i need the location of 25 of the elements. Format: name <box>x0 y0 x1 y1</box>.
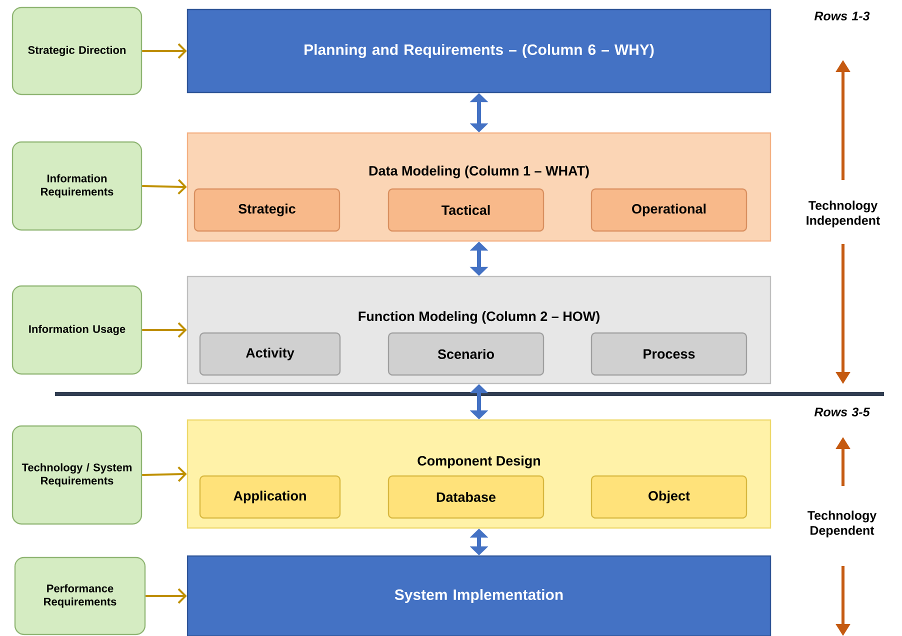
arrow <box>142 466 187 482</box>
layer-bar: Planning and Requirements – (Column 6 – WHY) <box>186 8 772 94</box>
input-box: Performance Requirements <box>14 556 146 636</box>
layer-bar: System Implementation <box>186 555 772 636</box>
category-box: Activity <box>199 332 341 376</box>
side-label: Technology Independent <box>806 200 880 228</box>
row-range-label: Rows 1-3 <box>814 12 870 20</box>
input-box: Information Usage <box>12 285 142 375</box>
row-range-label: Rows 3-5 <box>814 408 870 416</box>
category-box: Strategic <box>194 188 340 232</box>
category-box: Scenario <box>388 332 544 376</box>
arrow <box>146 588 187 604</box>
category-box: Application <box>199 475 341 519</box>
arrow <box>142 43 187 59</box>
side-label: Technology Dependent <box>808 510 877 538</box>
input-box: Information Requirements <box>12 141 142 231</box>
category-box: Database <box>388 475 544 519</box>
category-box: Object <box>590 475 748 519</box>
arrow <box>142 322 187 338</box>
input-box: Technology / System Requirements <box>12 425 142 525</box>
input-box: Strategic Direction <box>12 6 142 96</box>
category-box: Operational <box>590 188 748 232</box>
category-box: Tactical <box>388 188 544 232</box>
arrow <box>142 179 187 195</box>
category-box: Process <box>590 332 748 376</box>
